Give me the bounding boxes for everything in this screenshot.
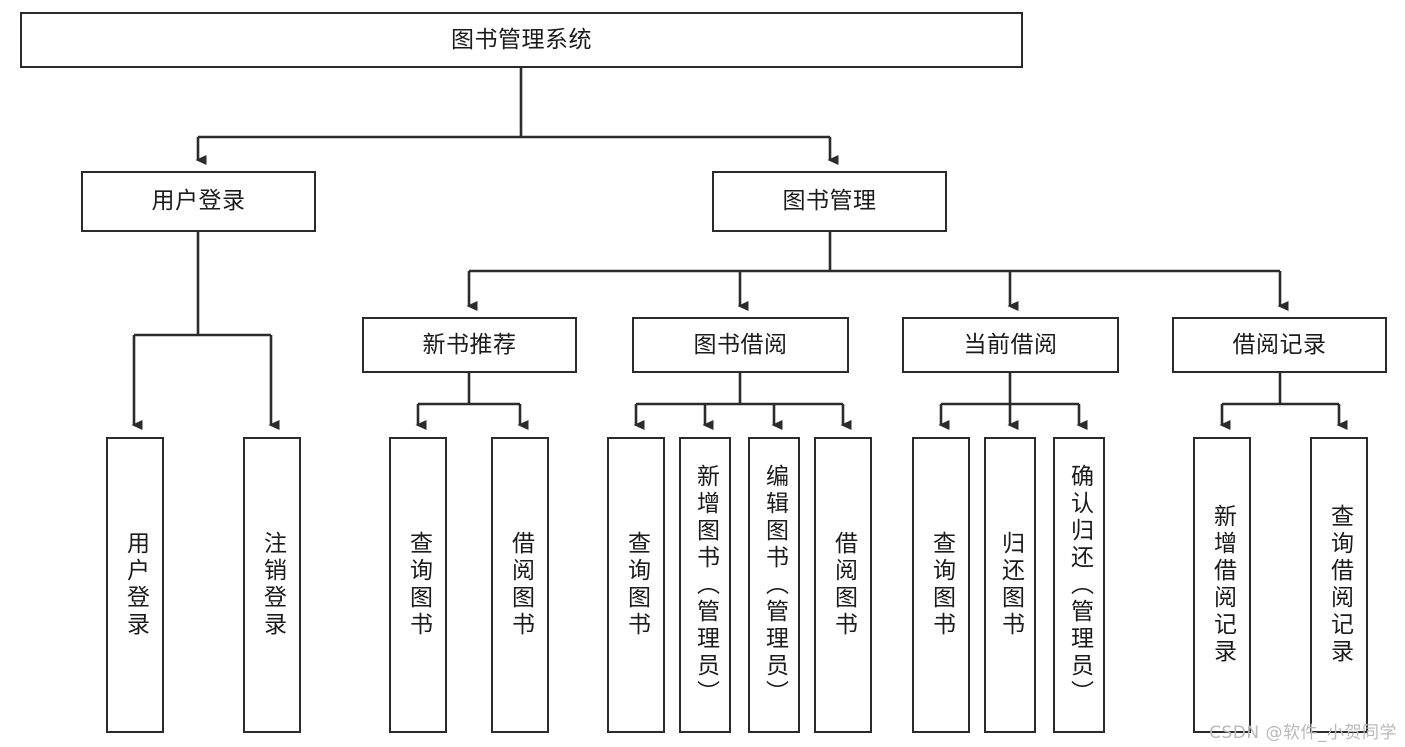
node-label: 借阅记录 bbox=[1232, 331, 1327, 358]
node-root-system[interactable]: 图书管理系统 bbox=[20, 12, 1023, 68]
node-label: 用户登录 bbox=[151, 188, 246, 215]
node-leaf-query-book-borrow[interactable]: 查询图书 bbox=[607, 437, 665, 733]
node-leaf-borrow-book-recommend[interactable]: 借阅图书 bbox=[491, 437, 549, 733]
node-label: 查询图书 bbox=[405, 531, 432, 639]
node-new-book-recommend[interactable]: 新书推荐 bbox=[362, 317, 577, 373]
node-leaf-return-book[interactable]: 归还图书 bbox=[984, 437, 1036, 733]
node-label: 新增图书（管理员） bbox=[692, 463, 719, 707]
node-label: 用户登录 bbox=[122, 531, 149, 639]
node-label: 图书借阅 bbox=[693, 331, 788, 358]
node-label: 新书推荐 bbox=[422, 331, 517, 358]
node-label: 归还图书 bbox=[997, 531, 1024, 639]
node-leaf-add-borrow-record[interactable]: 新增借阅记录 bbox=[1193, 437, 1251, 733]
node-borrow-record[interactable]: 借阅记录 bbox=[1172, 317, 1387, 373]
node-label: 图书管理系统 bbox=[451, 26, 592, 53]
node-label: 查询图书 bbox=[928, 531, 955, 639]
node-label: 注销登录 bbox=[259, 531, 286, 639]
node-label: 借阅图书 bbox=[830, 531, 857, 639]
node-label: 借阅图书 bbox=[507, 531, 534, 639]
node-leaf-add-book-admin[interactable]: 新增图书（管理员） bbox=[679, 437, 731, 733]
watermark: CSDN @软件_小贺同学 bbox=[1209, 723, 1397, 743]
node-leaf-query-book-current[interactable]: 查询图书 bbox=[912, 437, 970, 733]
node-leaf-query-book-recommend[interactable]: 查询图书 bbox=[389, 437, 447, 733]
node-leaf-user-login[interactable]: 用户登录 bbox=[106, 437, 164, 733]
node-label: 新增借阅记录 bbox=[1209, 504, 1236, 666]
node-label: 图书管理 bbox=[782, 188, 877, 215]
node-label: 当前借阅 bbox=[963, 331, 1058, 358]
node-label: 确认归还（管理员） bbox=[1066, 463, 1093, 707]
node-user-login[interactable]: 用户登录 bbox=[81, 171, 316, 232]
node-label: 查询图书 bbox=[623, 531, 650, 639]
node-leaf-user-logout[interactable]: 注销登录 bbox=[243, 437, 301, 733]
node-leaf-borrow-book[interactable]: 借阅图书 bbox=[814, 437, 872, 733]
node-leaf-query-borrow-record[interactable]: 查询借阅记录 bbox=[1310, 437, 1368, 733]
node-leaf-edit-book-admin[interactable]: 编辑图书（管理员） bbox=[748, 437, 800, 733]
node-label: 编辑图书（管理员） bbox=[761, 463, 788, 707]
node-book-management[interactable]: 图书管理 bbox=[712, 171, 947, 232]
node-leaf-confirm-return-admin[interactable]: 确认归还（管理员） bbox=[1053, 437, 1105, 733]
node-current-borrow[interactable]: 当前借阅 bbox=[902, 317, 1119, 373]
node-label: 查询借阅记录 bbox=[1326, 504, 1353, 666]
node-book-borrow[interactable]: 图书借阅 bbox=[632, 317, 849, 373]
